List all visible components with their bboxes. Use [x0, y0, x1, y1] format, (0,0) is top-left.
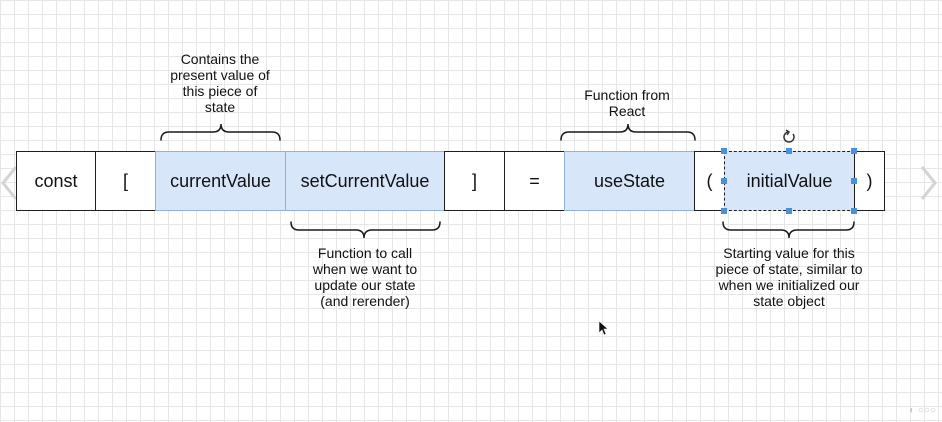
initial-value-brace: [722, 221, 855, 239]
set-current-value-cell[interactable]: setCurrentValue: [285, 151, 445, 211]
mouse-cursor-icon: [598, 320, 609, 336]
initial-value-cell[interactable]: initialValue: [724, 151, 855, 211]
annotation-initial-value: Starting value for this piece of state, …: [715, 245, 863, 309]
close-bracket-cell[interactable]: ]: [444, 151, 505, 211]
annotation-use-state: Function from React: [584, 87, 670, 119]
use-state-cell[interactable]: useState: [564, 151, 695, 211]
previous-arrow-icon[interactable]: [0, 165, 20, 201]
annotation-current-value: Contains the present value of this piece…: [170, 51, 270, 115]
current-value-brace: [160, 123, 281, 141]
next-arrow-icon[interactable]: [918, 165, 938, 201]
selection-handles[interactable]: [721, 148, 857, 214]
annotation-set-current-value: Function to call when we want to update …: [312, 245, 418, 309]
rotate-handle-icon[interactable]: [783, 129, 795, 143]
current-value-cell[interactable]: currentValue: [155, 151, 286, 211]
set-current-value-brace: [290, 221, 441, 239]
use-state-brace: [560, 123, 696, 141]
watermark-logo: ◐ ○○○: [909, 405, 936, 416]
